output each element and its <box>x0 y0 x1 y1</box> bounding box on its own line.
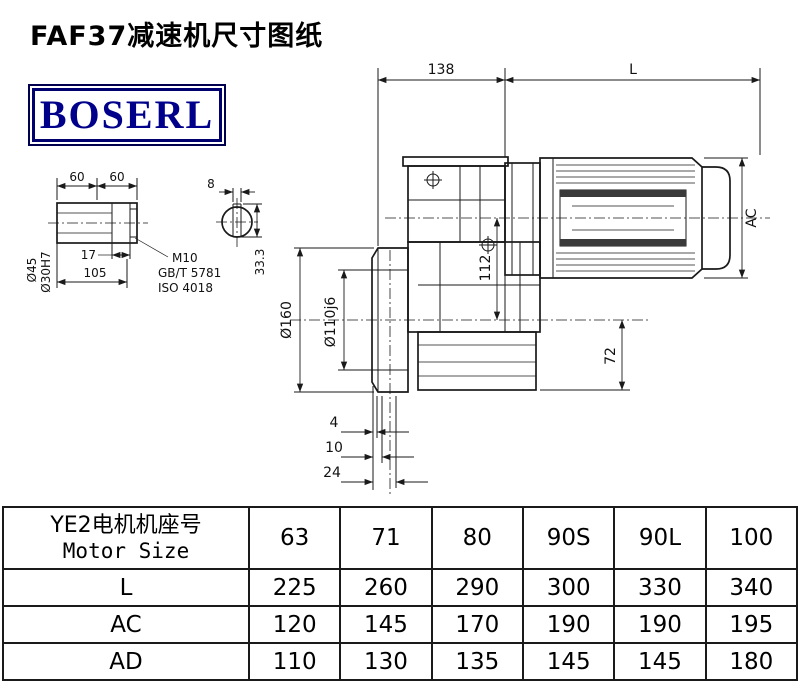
value-AD-71: 130 <box>339 642 433 681</box>
value-AC-71: 145 <box>339 605 433 644</box>
dim-60b-label: 60 <box>109 170 124 184</box>
row-label-AC: AC <box>2 605 250 644</box>
row-label-L: L <box>2 568 250 607</box>
value-AD-100: 180 <box>704 642 799 681</box>
dimension-L: L <box>505 62 761 155</box>
value-AC-100: 195 <box>704 605 799 644</box>
logo-frame: BOSERL <box>32 88 222 142</box>
dimension-flange-od: Ø160 <box>279 247 374 393</box>
motor-size-col-71: 71 <box>339 506 433 570</box>
value-AD-80: 135 <box>430 642 524 681</box>
value-AC-90S: 190 <box>521 605 616 644</box>
motor-size-col-90L: 90L <box>613 506 707 570</box>
value-L-90S: 300 <box>521 568 616 607</box>
dim-105-label: 105 <box>84 266 107 280</box>
page-title: FAF37减速机尺寸图纸 <box>30 21 324 52</box>
dim-4-label: 4 <box>330 415 339 431</box>
header-label-en: Motor Size <box>62 539 190 564</box>
dim-10-label: 10 <box>325 440 343 456</box>
dim-flange-od-label: Ø160 <box>279 301 295 339</box>
motor-body <box>539 157 703 279</box>
value-AC-80: 170 <box>430 605 524 644</box>
dimension-72: 72 <box>540 320 630 391</box>
bolt-mark-top <box>424 171 442 189</box>
gearbox-housing <box>402 156 541 391</box>
dim-L-label: L <box>629 62 637 78</box>
motor-size-col-100: 100 <box>704 506 799 570</box>
table-row-L: L 225 260 290 300 330 340 <box>2 568 799 607</box>
value-L-63: 225 <box>247 568 342 607</box>
dim-dia45-label: Ø45 <box>25 258 39 283</box>
thread-label: M10 <box>172 251 198 265</box>
value-L-100: 340 <box>704 568 799 607</box>
motor-size-col-63: 63 <box>247 506 342 570</box>
value-L-71: 260 <box>339 568 433 607</box>
table-row-AD: AD 110 130 135 145 145 180 <box>2 642 799 681</box>
motor-size-col-90S: 90S <box>521 506 616 570</box>
std-iso-label: ISO 4018 <box>158 281 213 295</box>
value-AD-63: 110 <box>247 642 342 681</box>
motor-fan-cover <box>702 166 731 270</box>
header-label-cn: YE2电机机座号 <box>50 512 202 538</box>
value-AC-63: 120 <box>247 605 342 644</box>
motor-size-col-80: 80 <box>430 506 524 570</box>
dimension-24: 24 <box>323 396 428 488</box>
motor-adapter <box>504 162 541 276</box>
table-header-row: YE2电机机座号 Motor Size 63 71 80 90S 90L 100 <box>2 506 799 570</box>
value-L-80: 290 <box>430 568 524 607</box>
dim-112-label: 112 <box>478 255 494 282</box>
dimension-table: YE2电机机座号 Motor Size 63 71 80 90S 90L 100… <box>2 506 799 681</box>
dimension-138: 138 <box>377 62 506 246</box>
bolt-mark-mid <box>479 236 497 254</box>
logo-text: BOSERL <box>39 92 215 137</box>
dim-key-width-label: 8 <box>207 177 215 191</box>
row-label-AD: AD <box>2 642 250 681</box>
dimension-pilot-dia: Ø110j6 <box>323 269 374 371</box>
value-L-90L: 330 <box>613 568 707 607</box>
dim-17-label: 17 <box>81 248 96 262</box>
boserl-logo: BOSERL <box>28 84 226 146</box>
table-row-AC: AC 120 145 170 190 190 195 <box>2 605 799 644</box>
dimension-112: 112 <box>478 218 501 320</box>
value-AD-90L: 145 <box>613 642 707 681</box>
dim-key-height-label: 33.3 <box>253 249 267 276</box>
output-flange <box>371 247 409 393</box>
std-gb-label: GB/T 5781 <box>158 266 221 280</box>
dim-24-label: 24 <box>323 465 341 481</box>
dim-pilot-dia-label: Ø110j6 <box>323 297 339 348</box>
dimension-10: 10 <box>325 396 414 463</box>
dimension-4: 4 <box>330 386 409 490</box>
dim-dia30-label: Ø30H7 <box>39 251 53 292</box>
dimension-drawing: 138 L AC <box>25 62 770 497</box>
fastener-note: M10 GB/T 5781 ISO 4018 <box>134 237 221 295</box>
dim-60a-label: 60 <box>69 170 84 184</box>
shaft-end-view: 8 33.3 <box>207 177 267 275</box>
value-AD-90S: 145 <box>521 642 616 681</box>
dim-138-label: 138 <box>428 62 455 78</box>
value-AC-90L: 190 <box>613 605 707 644</box>
shaft-detail: 60 60 17 105 Ø45 Ø30H7 <box>25 170 148 293</box>
dim-72-label: 72 <box>603 347 619 365</box>
motor-size-header-cell: YE2电机机座号 Motor Size <box>2 506 250 570</box>
